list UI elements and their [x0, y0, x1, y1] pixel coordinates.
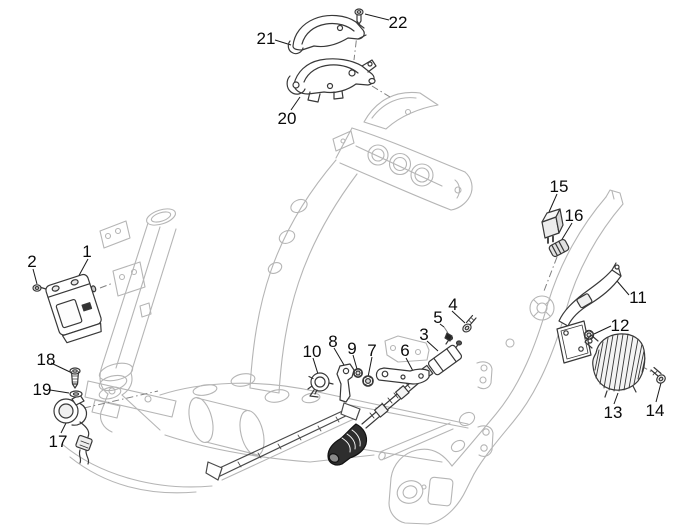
frame-steering-column — [98, 206, 178, 432]
callout-6[interactable]: 6 — [400, 341, 409, 360]
part-1-control-unit[interactable] — [45, 272, 109, 344]
callout-5[interactable]: 5 — [433, 308, 442, 327]
callout-20[interactable]: 20 — [278, 109, 297, 128]
part-6-bracket-arm[interactable] — [375, 367, 430, 385]
callout-12[interactable]: 12 — [611, 316, 630, 335]
frame-right-rail — [389, 190, 623, 524]
callout-21[interactable]: 21 — [257, 29, 276, 48]
part-15-relay[interactable] — [541, 208, 564, 244]
part-17-horn[interactable] — [53, 394, 93, 465]
callout-11[interactable]: 11 — [629, 288, 647, 307]
part-21-upper-bracket[interactable] — [287, 14, 367, 55]
part-10-grommet[interactable] — [307, 372, 334, 398]
part-14-screw[interactable] — [650, 366, 667, 385]
callout-19[interactable]: 19 — [33, 380, 52, 399]
part-20-lower-bracket[interactable] — [286, 58, 377, 103]
part-8-small-bracket[interactable] — [336, 363, 355, 403]
callout-3[interactable]: 3 — [419, 325, 428, 344]
callout-1[interactable]: 1 — [82, 242, 91, 261]
callout-15[interactable]: 15 — [550, 177, 569, 196]
callout-13[interactable]: 13 — [604, 403, 623, 422]
part-11-support-bracket[interactable] — [556, 262, 622, 364]
part-9-nut[interactable] — [353, 368, 364, 379]
frame-floor — [62, 336, 468, 493]
callout-4[interactable]: 4 — [448, 295, 457, 314]
part-5-pin[interactable] — [444, 332, 453, 342]
part-4-screw[interactable] — [461, 314, 477, 334]
frame-spine — [250, 160, 357, 393]
callout-7[interactable]: 7 — [367, 341, 376, 360]
callout-8[interactable]: 8 — [328, 332, 337, 351]
part-7-nut[interactable] — [362, 375, 374, 387]
callout-10[interactable]: 10 — [303, 342, 322, 361]
callout-17[interactable]: 17 — [49, 432, 68, 451]
floor-channel — [205, 402, 361, 481]
part-22-screw[interactable] — [354, 8, 364, 25]
part-3-spark-plug-cap[interactable] — [327, 423, 368, 466]
frame-top-beam — [333, 92, 472, 210]
callout-2[interactable]: 2 — [27, 252, 36, 271]
callout-14[interactable]: 14 — [646, 401, 665, 420]
callout-9[interactable]: 9 — [347, 339, 356, 358]
part-18-screw[interactable] — [69, 367, 81, 389]
callout-22[interactable]: 22 — [389, 13, 408, 32]
callout-18[interactable]: 18 — [37, 350, 56, 369]
scooter-frame — [62, 92, 623, 524]
part-13-voltage-regulator[interactable] — [584, 333, 646, 398]
callout-16[interactable]: 16 — [565, 206, 584, 225]
part-2-screw[interactable] — [32, 284, 47, 292]
part-19-washer[interactable] — [69, 390, 83, 398]
part-16-rubber-holder[interactable] — [548, 238, 570, 258]
